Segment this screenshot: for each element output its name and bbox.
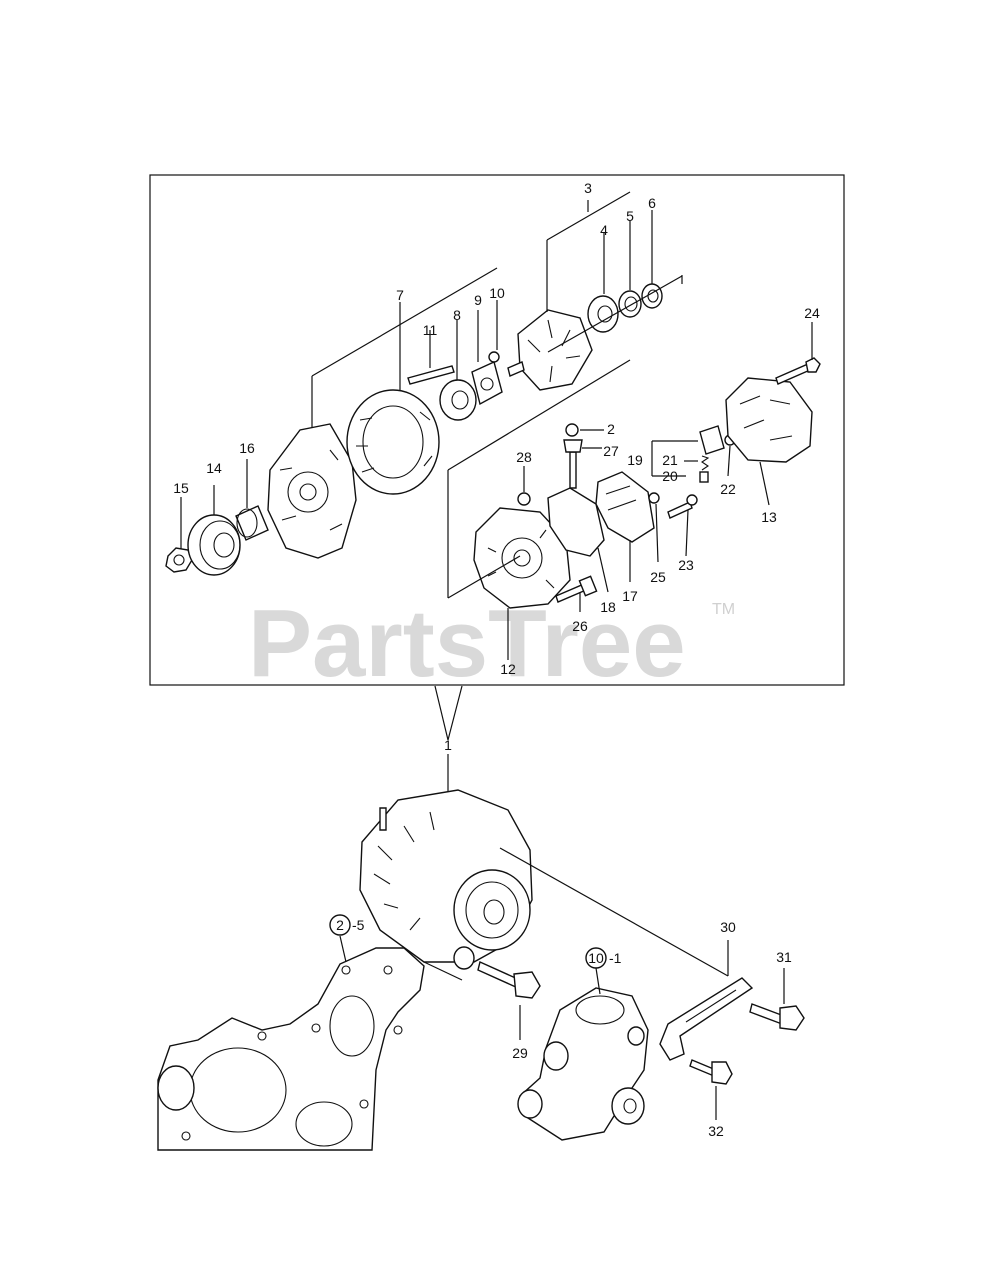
callout-29[interactable]: 29 (512, 1045, 528, 1061)
part-15-nut[interactable] (165, 547, 193, 573)
callout-32[interactable]: 32 (708, 1123, 724, 1139)
reference-a-number: 2 (336, 917, 344, 933)
callout-27[interactable]: 27 (603, 443, 619, 459)
callout-20[interactable]: 20 (662, 468, 678, 484)
part-30-adjust-bar[interactable] (659, 940, 754, 1061)
reference-a: 2 -5 (329, 914, 365, 963)
part-18-rectifier[interactable] (547, 451, 605, 557)
callout-7[interactable]: 7 (396, 287, 404, 303)
callout-24[interactable]: 24 (804, 305, 820, 321)
callout-19[interactable]: 19 (627, 452, 643, 468)
part-32-bolt[interactable] (689, 1059, 733, 1120)
reference-b-number: 10 (588, 950, 604, 966)
callout-16[interactable]: 16 (239, 440, 255, 456)
callout-22[interactable]: 22 (720, 481, 736, 497)
part-4-bearing[interactable] (587, 295, 619, 333)
part-10-screw[interactable] (488, 351, 500, 363)
callout-21[interactable]: 21 (662, 452, 678, 468)
reference-b: 10 -1 (585, 947, 622, 995)
callout-1[interactable]: 1 (444, 737, 452, 753)
callout-5[interactable]: 5 (626, 208, 634, 224)
callout-23[interactable]: 23 (678, 557, 694, 573)
part-28-nut[interactable] (517, 492, 531, 506)
leader-alternator-to-cover (423, 961, 463, 981)
callout-30[interactable]: 30 (720, 919, 736, 935)
part-11-shaft[interactable] (407, 365, 455, 385)
part-14-pulley[interactable] (187, 514, 241, 576)
callout-3[interactable]: 3 (584, 180, 592, 196)
part-12-rear-housing[interactable] (473, 507, 571, 609)
callout-10[interactable]: 10 (489, 285, 505, 301)
watermark-trademark: TM (712, 601, 735, 618)
callout-26[interactable]: 26 (572, 618, 588, 634)
callout-18[interactable]: 18 (600, 599, 616, 615)
callout-6[interactable]: 6 (648, 195, 656, 211)
part-27-terminal[interactable] (563, 439, 583, 453)
leader-alternator-to-bar (499, 847, 729, 977)
callout-25[interactable]: 25 (650, 569, 666, 585)
part-20-brush[interactable] (699, 471, 709, 483)
part-31-bolt[interactable] (749, 968, 805, 1031)
part-7-stator[interactable] (346, 389, 440, 495)
part-25-nut[interactable] (648, 492, 660, 504)
callout-8[interactable]: 8 (453, 307, 461, 323)
callout-9[interactable]: 9 (474, 292, 482, 308)
part-6-ring[interactable] (641, 283, 663, 309)
part-13-rear-cover[interactable] (725, 377, 813, 463)
part-21-spring[interactable] (701, 455, 710, 471)
part-2-nut[interactable] (565, 423, 579, 437)
part-26-bolt[interactable] (555, 575, 598, 603)
callout-12[interactable]: 12 (500, 661, 516, 677)
part-9-plate[interactable] (471, 361, 503, 406)
reference-b-suffix: -1 (609, 950, 622, 966)
callout-2[interactable]: 2 (607, 421, 615, 437)
part-1-alternator[interactable] (359, 789, 533, 970)
part-water-pump-housing (517, 987, 649, 1141)
part-5-ring[interactable] (618, 290, 642, 318)
callout-labels: 3 5 6 4 7 9 10 8 11 24 2 27 16 28 19 21 … (173, 180, 820, 1139)
frame-pointer (434, 685, 463, 741)
exploded-view-frame (149, 174, 845, 686)
part-29-bolt[interactable] (477, 961, 541, 1040)
part-19-brush-holder[interactable] (699, 425, 725, 455)
callout-28[interactable]: 28 (516, 449, 532, 465)
callout-11[interactable]: 11 (423, 322, 438, 338)
part-23-bolt[interactable] (667, 494, 698, 519)
callout-14[interactable]: 14 (206, 460, 222, 476)
watermark-text: PartsTree (248, 590, 686, 697)
exploded-leader-lines (180, 191, 813, 660)
reference-a-suffix: -5 (352, 917, 365, 933)
callout-4[interactable]: 4 (600, 222, 608, 238)
callout-17[interactable]: 17 (622, 588, 638, 604)
part-24-bolt[interactable] (775, 357, 821, 385)
callout-31[interactable]: 31 (776, 949, 792, 965)
part-16-spacer[interactable] (235, 505, 269, 541)
part-front-housing[interactable] (267, 423, 357, 559)
part-engine-front-cover (157, 947, 425, 1151)
part-8-bearing[interactable] (439, 379, 477, 421)
part-17-regulator[interactable] (595, 471, 655, 543)
callout-15[interactable]: 15 (173, 480, 189, 496)
callout-13[interactable]: 13 (761, 509, 777, 525)
part-3-rotor[interactable] (507, 309, 593, 391)
